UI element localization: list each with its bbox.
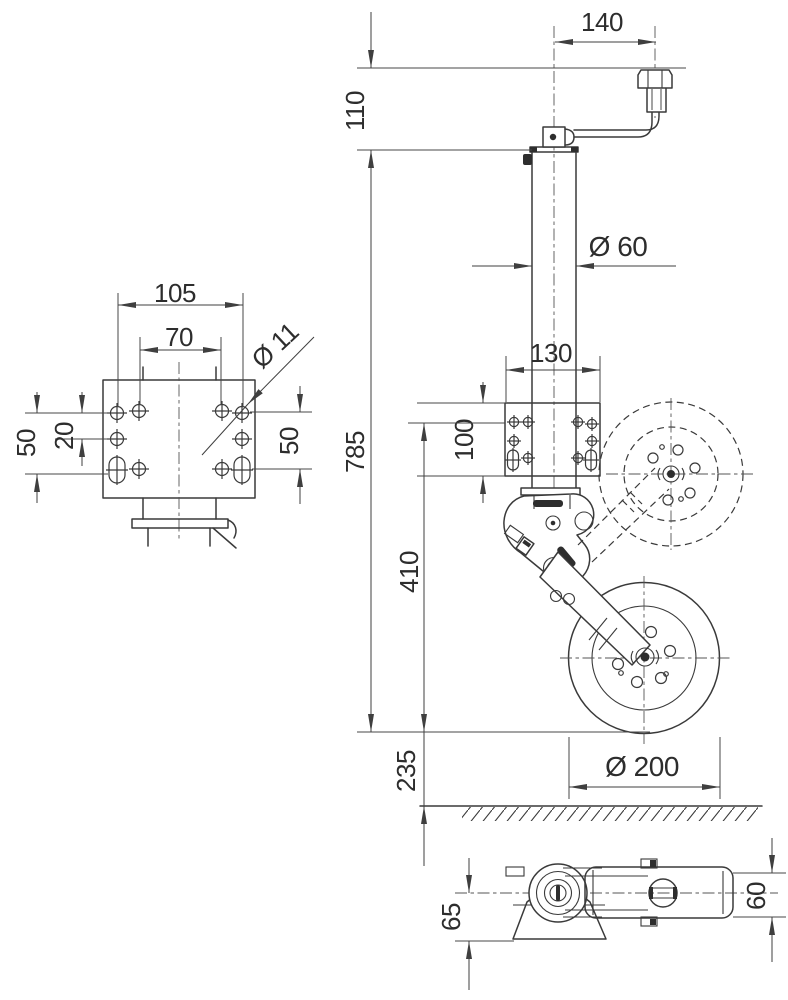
wheel-retracted: [577, 398, 756, 563]
side-view: 140 110 785 Ø 60 130 100: [340, 7, 763, 866]
dim-tube-diameter: Ø 60: [589, 231, 648, 262]
mounting-plate-front: [102, 362, 256, 549]
dim-hole-diameter: Ø 11: [245, 317, 304, 375]
dim-plate-hole-spacing-outer: 105: [154, 278, 196, 308]
ground-line: [419, 805, 763, 821]
dim-row-gap: 20: [49, 422, 79, 450]
front-view: 105 70 50 20 50 Ø 11: [11, 278, 315, 549]
dim-crank-offset: 140: [581, 7, 623, 37]
wheel-top-view: [455, 858, 778, 940]
top-view-dimensions: 65 60: [436, 838, 786, 990]
top-view: 65 60: [436, 838, 786, 990]
dim-base-height: 65: [436, 903, 466, 931]
dim-row-span-left: 50: [11, 429, 41, 457]
brand-stamp-mark: [557, 546, 576, 567]
swivel-housing: [503, 487, 595, 584]
swing-arm: [539, 551, 660, 667]
dim-bracket-width: 130: [530, 338, 572, 368]
side-view-dimensions: 140 110 785 Ø 60 130 100: [340, 7, 721, 866]
dim-crank-height: 110: [340, 91, 370, 131]
jack-tube: [523, 26, 579, 508]
dim-ground-clearance: 235: [391, 750, 421, 792]
mounting-bracket-side: [504, 402, 601, 477]
dim-wheel-width: 60: [741, 882, 771, 910]
dim-wheel-diameter: Ø 200: [605, 751, 679, 782]
dim-bracket-height: 100: [449, 419, 479, 461]
brand-stamp-mark: [533, 500, 563, 507]
dim-lift-stroke: 410: [394, 551, 424, 593]
crank-handle: [542, 26, 673, 148]
dim-plate-hole-spacing-inner: 70: [165, 322, 193, 352]
dim-row-span-right: 50: [274, 427, 304, 455]
front-view-dimensions: 105 70 50 20 50 Ø 11: [11, 278, 315, 504]
dim-overall-height: 785: [340, 431, 370, 473]
